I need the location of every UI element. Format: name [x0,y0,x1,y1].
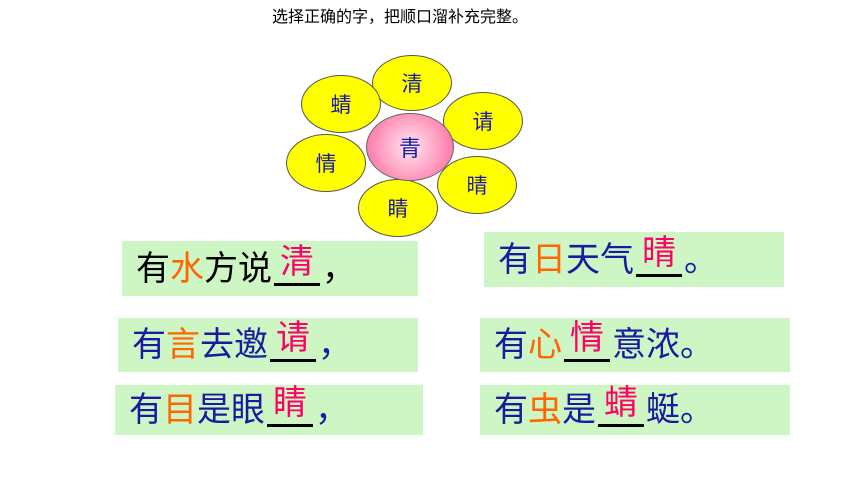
flower-center: 青 [366,113,454,181]
answer-char: 睛 [273,383,307,423]
answer-blank: 清 [274,245,320,286]
rhyme-key: 水 [170,248,204,289]
instruction-text: 选择正确的字，把顺口溜补充完整。 [271,7,528,26]
rhyme-mid: 是眼 [197,390,265,430]
rhyme-mid: 是 [562,390,596,430]
rhyme-prefix: 有 [498,239,532,280]
petal-char: 睛 [387,197,409,221]
rhyme-key: 心 [528,325,562,365]
answer-char: 蜻 [604,383,638,423]
petal-bottom: 睛 [358,179,438,237]
rhyme-row-2: 有日天气晴。 [484,232,784,287]
petal-char: 晴 [466,174,488,198]
petal-char: 蜻 [330,93,352,117]
answer-blank: 蜻 [598,386,644,427]
petal-right-upper: 请 [443,92,523,150]
rhyme-tail: ， [322,248,356,289]
petal-char: 请 [472,110,494,134]
answer-blank: 晴 [636,236,682,277]
petal-left-upper: 蜻 [301,75,381,133]
answer-blank: 请 [270,321,316,362]
rhyme-row-5: 有目是眼睛， [115,385,423,435]
rhyme-tail: 蜓。 [646,390,714,430]
rhyme-mid: 方说 [204,248,272,289]
center-char: 青 [398,137,421,162]
petal-right-lower: 晴 [437,156,517,214]
rhyme-key: 目 [163,390,197,430]
rhyme-prefix: 有 [136,248,170,289]
rhyme-tail: 。 [684,239,718,280]
rhyme-prefix: 有 [129,390,163,430]
rhyme-prefix: 有 [494,390,528,430]
answer-char: 清 [280,241,314,282]
rhyme-prefix: 有 [132,325,166,365]
petal-left-lower: 情 [286,134,366,192]
petal-top: 清 [372,55,452,111]
rhyme-row-3: 有言去邀请， [118,318,418,372]
answer-char: 晴 [642,232,676,273]
answer-char: 请 [276,318,310,358]
rhyme-row-6: 有虫是蜻蜓。 [480,385,790,435]
rhyme-prefix: 有 [494,325,528,365]
rhyme-key: 言 [166,325,200,365]
rhyme-mid: 天气 [566,239,634,280]
rhyme-key: 日 [532,239,566,280]
petal-char: 清 [401,72,423,96]
rhyme-tail: ， [318,325,352,365]
answer-blank: 情 [564,321,610,362]
petal-char: 情 [315,152,337,176]
answer-blank: 睛 [267,386,313,427]
rhyme-tail: 意浓。 [612,325,714,365]
rhyme-row-1: 有水方说清， [122,241,418,296]
rhyme-tail: ， [315,390,349,430]
rhyme-mid: 去邀 [200,325,268,365]
rhyme-key: 虫 [528,390,562,430]
answer-char: 情 [570,318,604,358]
rhyme-row-4: 有心情意浓。 [480,318,790,372]
